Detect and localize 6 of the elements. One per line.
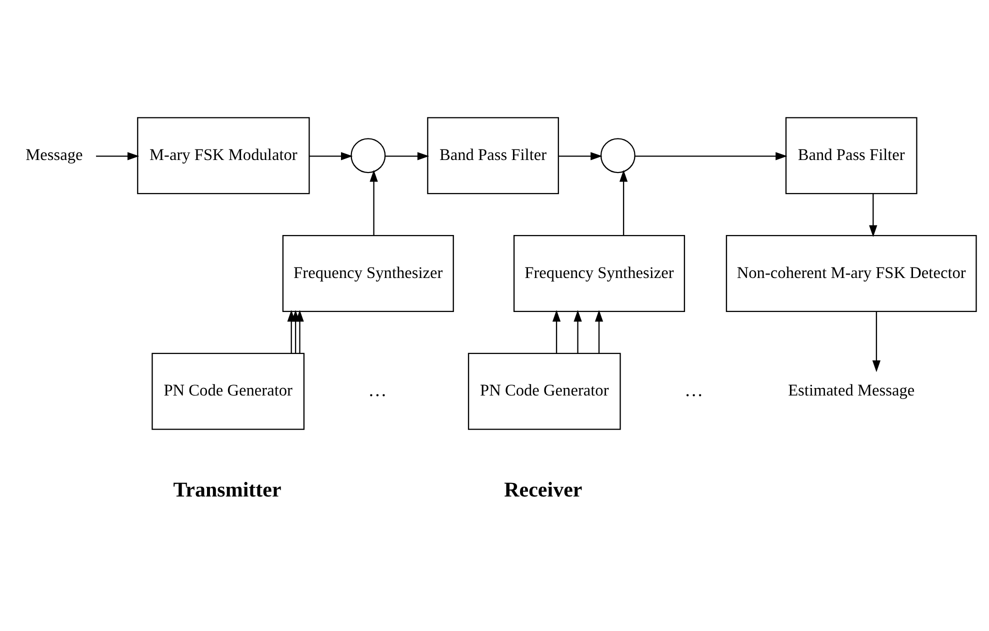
node-text: Estimated Message xyxy=(788,380,915,400)
label: Transmitter xyxy=(173,477,282,502)
label: Receiver xyxy=(504,477,582,502)
label: … xyxy=(684,380,704,401)
label: … xyxy=(368,380,387,401)
node-text: Message xyxy=(26,144,83,164)
